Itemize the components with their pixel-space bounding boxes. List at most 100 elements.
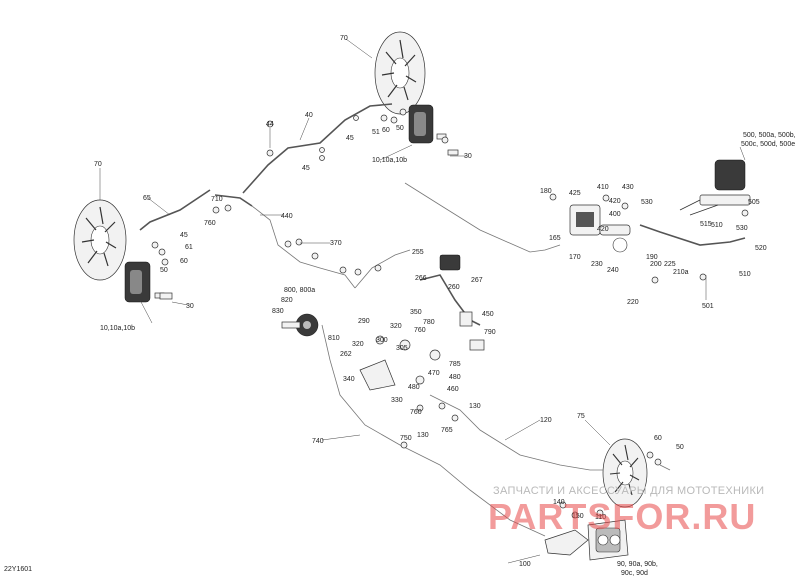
- label-810: 810: [328, 335, 340, 342]
- label-830: 830: [272, 308, 284, 315]
- label-820: 820: [281, 297, 293, 304]
- label-90: 90, 90a, 90b,: [617, 561, 658, 568]
- brake-pedal-assembly: [419, 254, 481, 327]
- label-210a: 210a: [673, 269, 689, 276]
- callout-labels: 70 70 75 44 40 45 45 45 51 60 50 30 10,1…: [94, 35, 796, 577]
- label-800: 800, 800a: [284, 287, 315, 294]
- label-220: 220: [627, 299, 639, 306]
- label-65: 65: [143, 195, 151, 202]
- label-505: 505: [748, 199, 760, 206]
- label-45c: 45: [180, 232, 188, 239]
- label-60c: 60: [654, 435, 662, 442]
- label-180: 180: [540, 188, 552, 195]
- label-790: 790: [484, 329, 496, 336]
- label-130a: 130: [469, 403, 481, 410]
- label-530b: 530: [736, 225, 748, 232]
- label-785: 785: [449, 361, 461, 368]
- label-420a: 420: [609, 198, 621, 205]
- label-130b: 130: [417, 432, 429, 439]
- caliper-bottom: [544, 519, 629, 561]
- label-410: 410: [597, 184, 609, 191]
- label-100: 100: [519, 561, 531, 568]
- label-470: 470: [428, 370, 440, 377]
- label-520: 520: [755, 245, 767, 252]
- label-750: 750: [400, 435, 412, 442]
- label-75: 75: [577, 413, 585, 420]
- label-320b: 320: [352, 341, 364, 348]
- label-266: 266: [415, 275, 427, 282]
- label-150: 150: [572, 513, 584, 520]
- label-61: 61: [185, 244, 193, 251]
- label-450: 450: [482, 311, 494, 318]
- label-120: 120: [540, 417, 552, 424]
- label-480b: 480: [408, 384, 420, 391]
- label-420b: 420: [597, 226, 609, 233]
- label-440: 440: [281, 213, 293, 220]
- label-530a: 530: [641, 199, 653, 206]
- label-225: 225: [664, 261, 676, 268]
- label-230: 230: [591, 261, 603, 268]
- abs-module: [679, 159, 751, 216]
- label-10-top: 10,10a,10b: [372, 157, 407, 164]
- label-140: 140: [553, 499, 565, 506]
- fasteners: [151, 108, 749, 519]
- label-30a: 30: [464, 153, 472, 160]
- label-290: 290: [358, 318, 370, 325]
- master-cylinder-right: [569, 204, 631, 253]
- label-320a: 320: [390, 323, 402, 330]
- label-340: 340: [343, 376, 355, 383]
- front-brake-disc-right: [602, 438, 648, 508]
- label-50c: 50: [676, 444, 684, 451]
- leader-lines: [99, 38, 746, 564]
- label-330: 330: [391, 397, 403, 404]
- label-260: 260: [448, 284, 460, 291]
- label-710: 710: [211, 196, 223, 203]
- label-240: 240: [607, 267, 619, 274]
- label-370: 370: [330, 240, 342, 247]
- label-44: 44: [266, 121, 274, 128]
- diagram-code: 22Y1601: [4, 566, 33, 573]
- front-brake-disc-left: [73, 199, 127, 281]
- label-90c: 90c, 90d: [621, 570, 648, 577]
- pedal-mechanism: [359, 335, 485, 391]
- label-510a: 510: [711, 222, 723, 229]
- label-70a: 70: [340, 35, 348, 42]
- label-45a: 45: [346, 135, 354, 142]
- label-255: 255: [412, 249, 424, 256]
- label-60b: 60: [180, 258, 188, 265]
- label-30b: 30: [186, 303, 194, 310]
- caliper-top: [408, 104, 447, 144]
- label-760a: 760: [204, 220, 216, 227]
- label-70b: 70: [94, 161, 102, 168]
- label-165: 165: [549, 235, 561, 242]
- label-40: 40: [305, 112, 313, 119]
- label-300: 300: [376, 337, 388, 344]
- label-262: 262: [340, 351, 352, 358]
- label-760c: 760: [410, 409, 422, 416]
- label-10-left: 10,10a,10b: [100, 325, 135, 332]
- label-170: 170: [569, 254, 581, 261]
- label-400: 400: [609, 211, 621, 218]
- pulley-810: [281, 313, 319, 337]
- brake-lines: [139, 103, 746, 537]
- label-60a: 60: [382, 127, 390, 134]
- label-200: 200: [650, 261, 662, 268]
- label-765: 765: [441, 427, 453, 434]
- label-510b: 510: [739, 271, 751, 278]
- label-430: 430: [622, 184, 634, 191]
- caliper-left: [124, 261, 165, 303]
- label-45b: 45: [302, 165, 310, 172]
- rear-brake-disc-top: [374, 31, 426, 115]
- label-110: 110: [595, 514, 606, 521]
- label-50a: 50: [396, 125, 404, 132]
- label-267: 267: [471, 277, 483, 284]
- watermark-brand: PARTSFOR.RU: [488, 496, 757, 537]
- label-480a: 480: [449, 374, 461, 381]
- label-190: 190: [646, 254, 658, 261]
- label-501: 501: [702, 303, 714, 310]
- label-425: 425: [569, 190, 581, 197]
- label-740: 740: [312, 438, 324, 445]
- label-50b: 50: [160, 267, 168, 274]
- label-515: 515: [700, 221, 712, 228]
